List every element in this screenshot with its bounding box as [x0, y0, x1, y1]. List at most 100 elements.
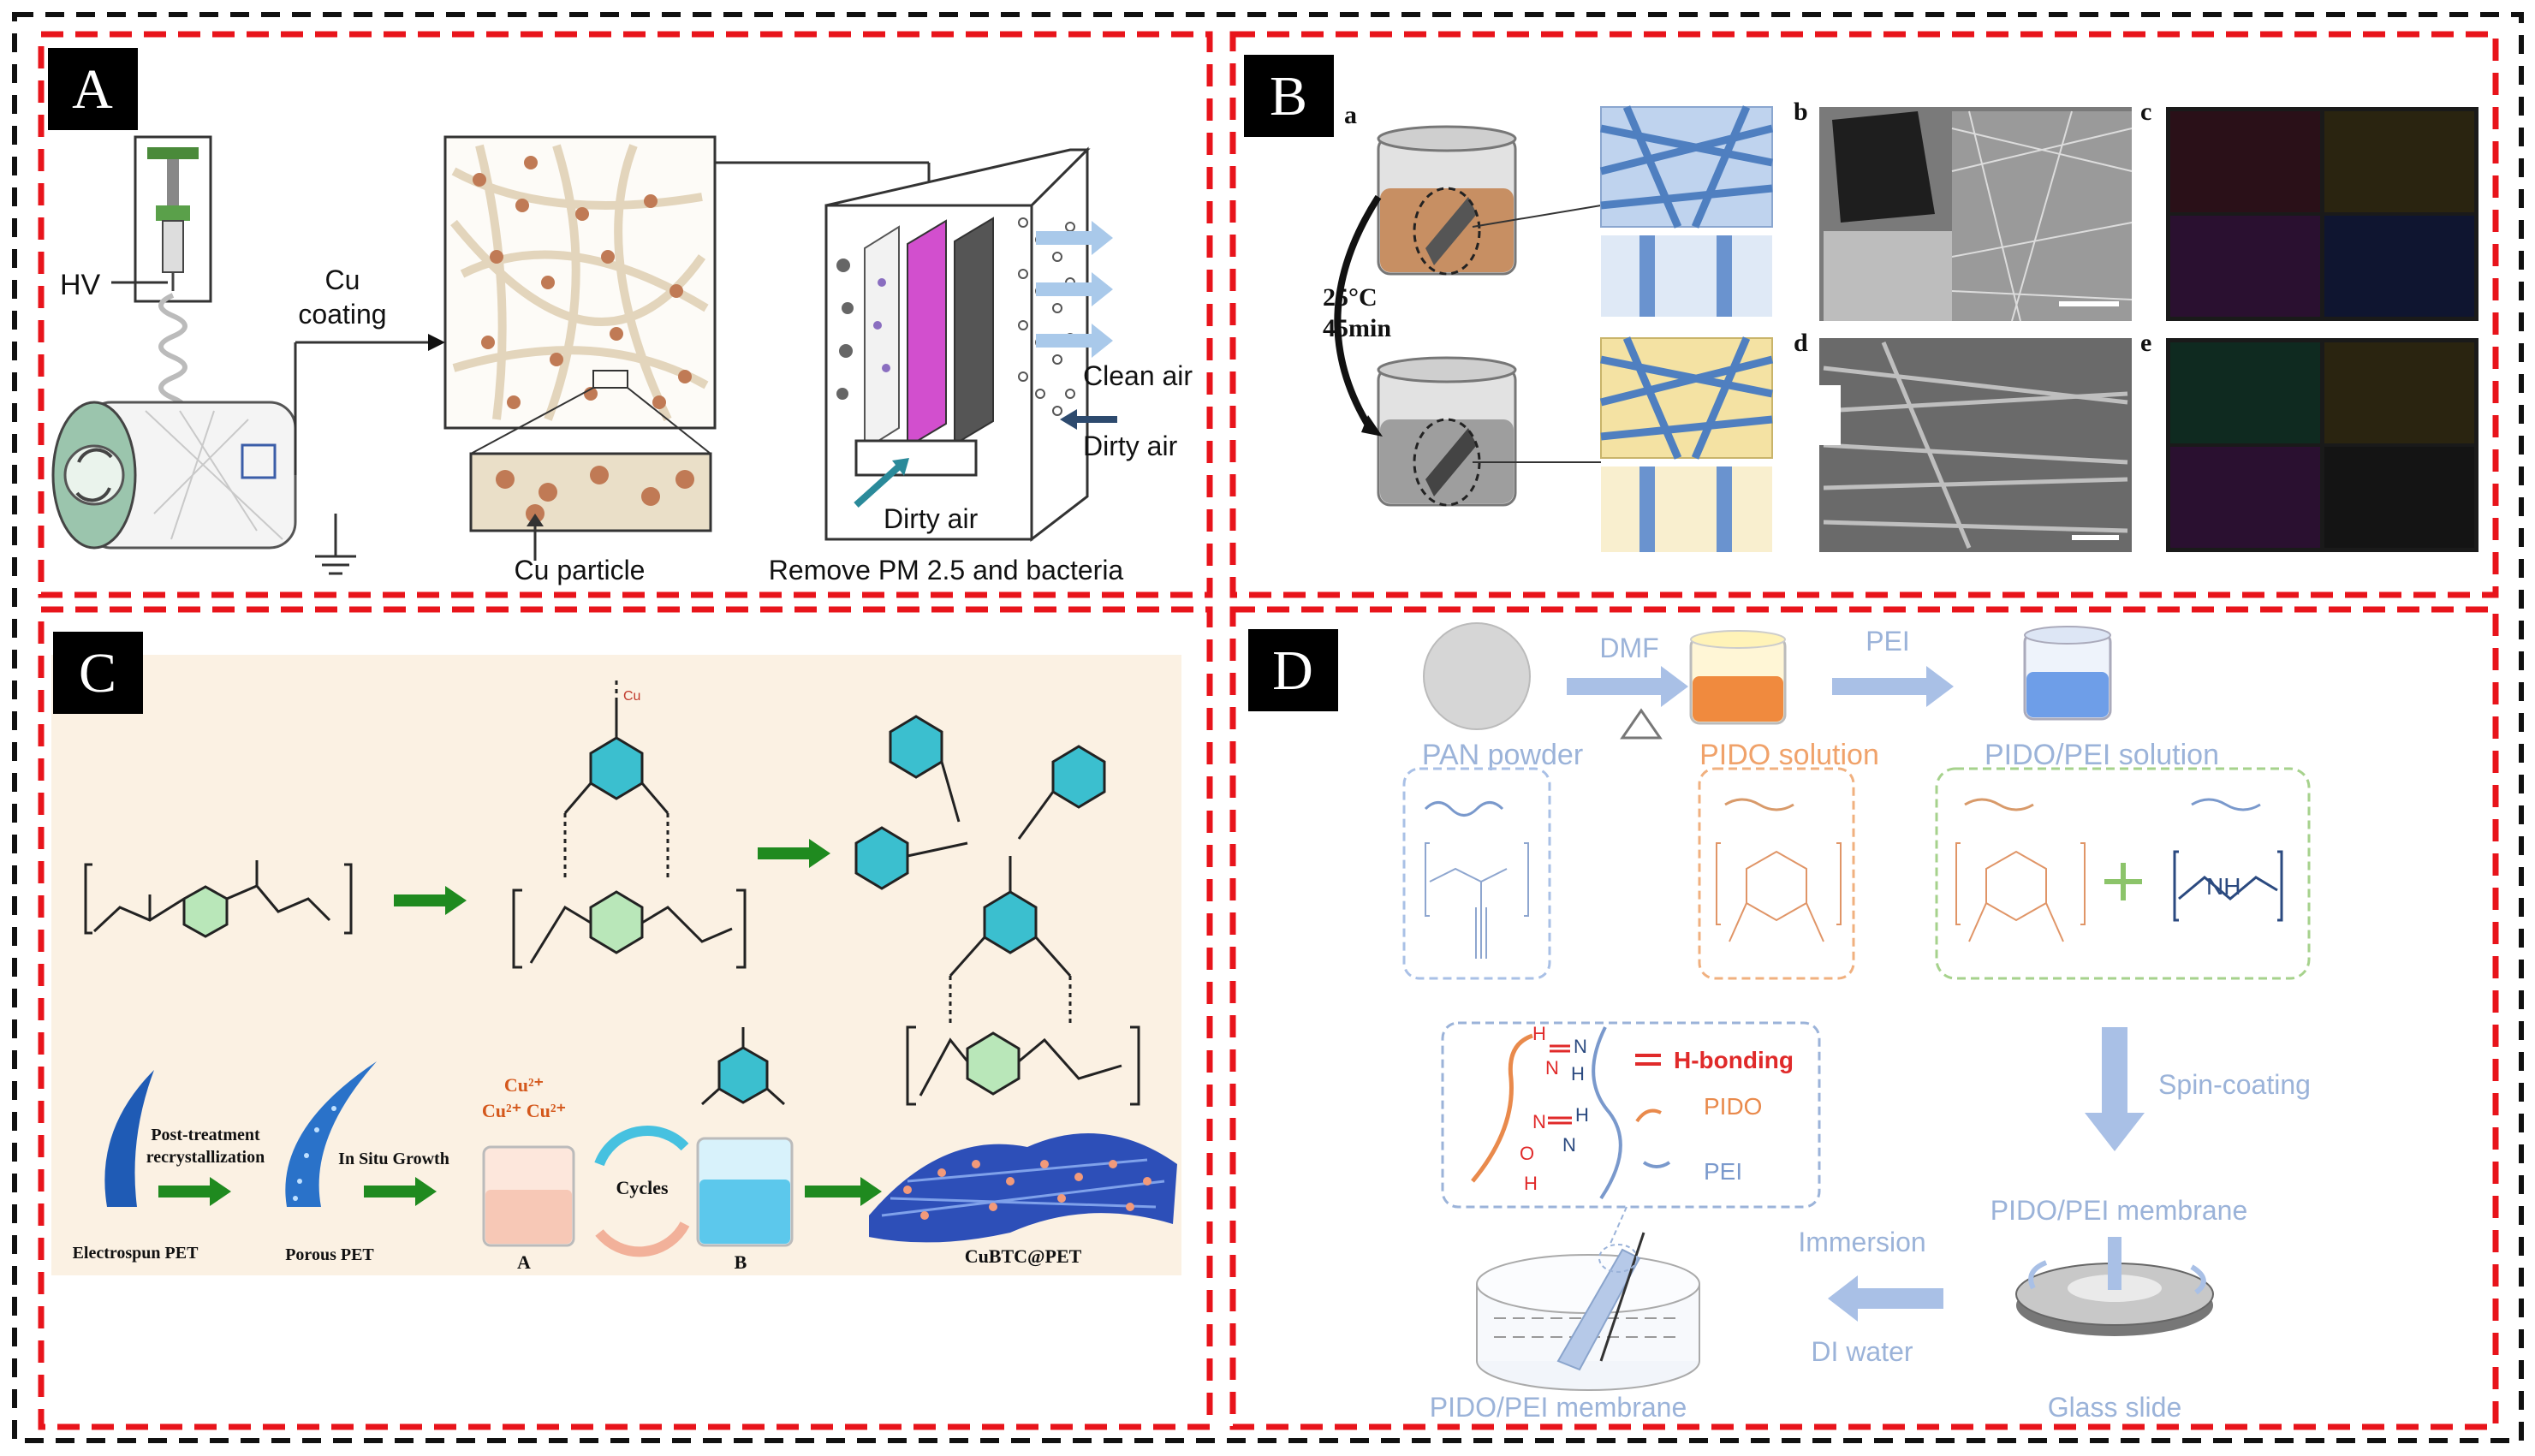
btc-molecule	[700, 1027, 786, 1106]
intermediate-structure	[512, 676, 747, 969]
pei-step-label: PEI	[1866, 626, 1910, 657]
legend-pido-label: PIDO	[1704, 1093, 1762, 1120]
cycles-label: Cycles	[616, 1177, 669, 1198]
panel-a-frame	[38, 31, 1213, 598]
pido-structure-box	[1698, 767, 1855, 980]
pido-pei-solution-label: PIDO/PEI solution	[1985, 739, 2219, 771]
panel-b-sub-e: e	[2140, 329, 2151, 357]
cubtc-pet-mat	[869, 1133, 1177, 1243]
immersion-label: Immersion	[1798, 1227, 1925, 1257]
cu-ions-label-2: Cu²⁺ Cu²⁺	[482, 1100, 566, 1121]
svg-text:H: H	[1524, 1173, 1538, 1194]
dirty-air-label-bottom: Dirty air	[884, 503, 979, 534]
green-arrow-5	[805, 1177, 882, 1206]
cubtc-pet-label: CuBTC@PET	[965, 1245, 1082, 1267]
porous-pet-label: Porous PET	[285, 1245, 374, 1264]
water-dish	[1476, 1232, 1700, 1391]
beaker-top	[1377, 125, 1517, 276]
svg-text:H: H	[1532, 1023, 1546, 1044]
pan-powder-label: PAN powder	[1422, 739, 1583, 771]
panel-d-frame	[1229, 606, 2499, 1430]
panel-b-letter-box	[1244, 55, 1334, 137]
svg-text:H: H	[1575, 1104, 1589, 1126]
blue-arrow-pei	[1832, 666, 1954, 707]
pan-structure-box	[1402, 767, 1551, 980]
post-treatment-label-1: Post-treatment	[151, 1126, 260, 1144]
pido-pei-beaker	[2023, 626, 2112, 721]
panel-b-letter: B	[1270, 65, 1307, 128]
di-water-label: DI water	[1811, 1336, 1913, 1367]
legend-hbond-label: H-bonding	[1674, 1047, 1794, 1073]
beaker-bottom	[1377, 356, 1517, 507]
remove-pm-label: Remove PM 2.5 and bacteria	[769, 555, 1124, 585]
svg-text:O: O	[1520, 1143, 1534, 1164]
porous-pet-fiber	[285, 1061, 377, 1207]
pido-pei-membrane-label-right: PIDO/PEI membrane	[1991, 1195, 2248, 1226]
legend-pei-label: PEI	[1704, 1158, 1742, 1185]
nh-icon: NH	[2206, 873, 2240, 900]
membrane-slide	[1556, 1248, 1641, 1371]
cu-coating-label-1: Cu	[325, 264, 360, 295]
beaker-b	[696, 1137, 794, 1247]
hv-label: HV	[60, 269, 101, 301]
svg-text:N: N	[1532, 1111, 1546, 1132]
svg-text:N: N	[1574, 1036, 1587, 1057]
svg-text:H: H	[1571, 1063, 1585, 1085]
panel-c-letter-box	[53, 632, 143, 714]
process-arrow-icon	[1334, 194, 1382, 431]
blue-arrow-spin	[2085, 1027, 2145, 1151]
panel-b-sub-d: d	[1794, 329, 1808, 357]
panel-d: D PAN powder DMF PIDO solution PEI PIDO/…	[1248, 622, 2311, 1423]
green-arrow-2	[758, 839, 830, 868]
electrospun-pet-label: Electrospun PET	[73, 1244, 199, 1263]
beaker-a	[482, 1145, 575, 1247]
panel-a: A HV Cu coating	[48, 48, 1193, 585]
panel-b-frame	[1229, 31, 2499, 598]
cu-particle-zoom	[469, 452, 712, 532]
heat-triangle-icon	[1620, 708, 1663, 740]
condition-time: 45min	[1323, 314, 1391, 342]
dmf-label: DMF	[1599, 633, 1658, 663]
pido-solution-label: PIDO solution	[1699, 739, 1879, 771]
spin-coating-label: Spin-coating	[2158, 1069, 2311, 1100]
cu-coating-label-2: coating	[298, 299, 386, 330]
syringe-plunger	[147, 147, 199, 159]
svg-text:N: N	[1562, 1134, 1576, 1156]
pet-structure	[84, 860, 353, 938]
pei-chain	[1592, 1026, 1622, 1200]
panel-d-letter-box	[1248, 629, 1338, 711]
spin-coater-icon	[2015, 1237, 2214, 1336]
blue-arrow-immersion	[1828, 1275, 1943, 1322]
cu-particle-label: Cu particle	[515, 555, 646, 585]
pido-beaker	[1689, 630, 1787, 725]
panel-b-sub-b: b	[1794, 98, 1808, 126]
panel-a-letter-box	[48, 48, 138, 130]
panel-c-frame	[38, 606, 1213, 1430]
blue-arrow-dmf	[1567, 666, 1688, 707]
clean-air-arrows	[1036, 221, 1113, 358]
panel-c: C Cu	[51, 632, 1181, 1275]
green-arrow-3	[158, 1177, 231, 1206]
condition-temp: 25°C	[1323, 283, 1378, 312]
sem-image-d	[1819, 338, 2132, 552]
green-arrow-4	[364, 1177, 437, 1206]
legend-pei-icon	[1642, 1161, 1671, 1168]
panel-a-letter: A	[72, 58, 113, 121]
electrospun-pet-fiber	[104, 1070, 154, 1207]
hbond-box	[1441, 1021, 1821, 1209]
panel-c-letter: C	[79, 642, 116, 704]
beaker-a-label: A	[517, 1251, 531, 1273]
pido-pei-structure-box	[1935, 767, 2311, 980]
cu-ions-label-1: Cu²⁺	[504, 1074, 544, 1096]
legend-pido-icon	[1635, 1108, 1662, 1123]
in-situ-label: In Situ Growth	[338, 1150, 449, 1168]
pido-pei-membrane-label-bottom: PIDO/PEI membrane	[1430, 1392, 1687, 1423]
cu-top-label: Cu	[623, 689, 640, 704]
panel-d-letter: D	[1272, 639, 1313, 702]
pido-chain	[1471, 1033, 1533, 1183]
post-treatment-label-2: recrystallization	[146, 1148, 265, 1167]
panel-b-sub-c: c	[2140, 98, 2151, 126]
clean-air-label: Clean air	[1083, 360, 1193, 391]
svg-text:N: N	[1545, 1057, 1559, 1079]
dirty-air-label-right: Dirty air	[1083, 431, 1178, 461]
